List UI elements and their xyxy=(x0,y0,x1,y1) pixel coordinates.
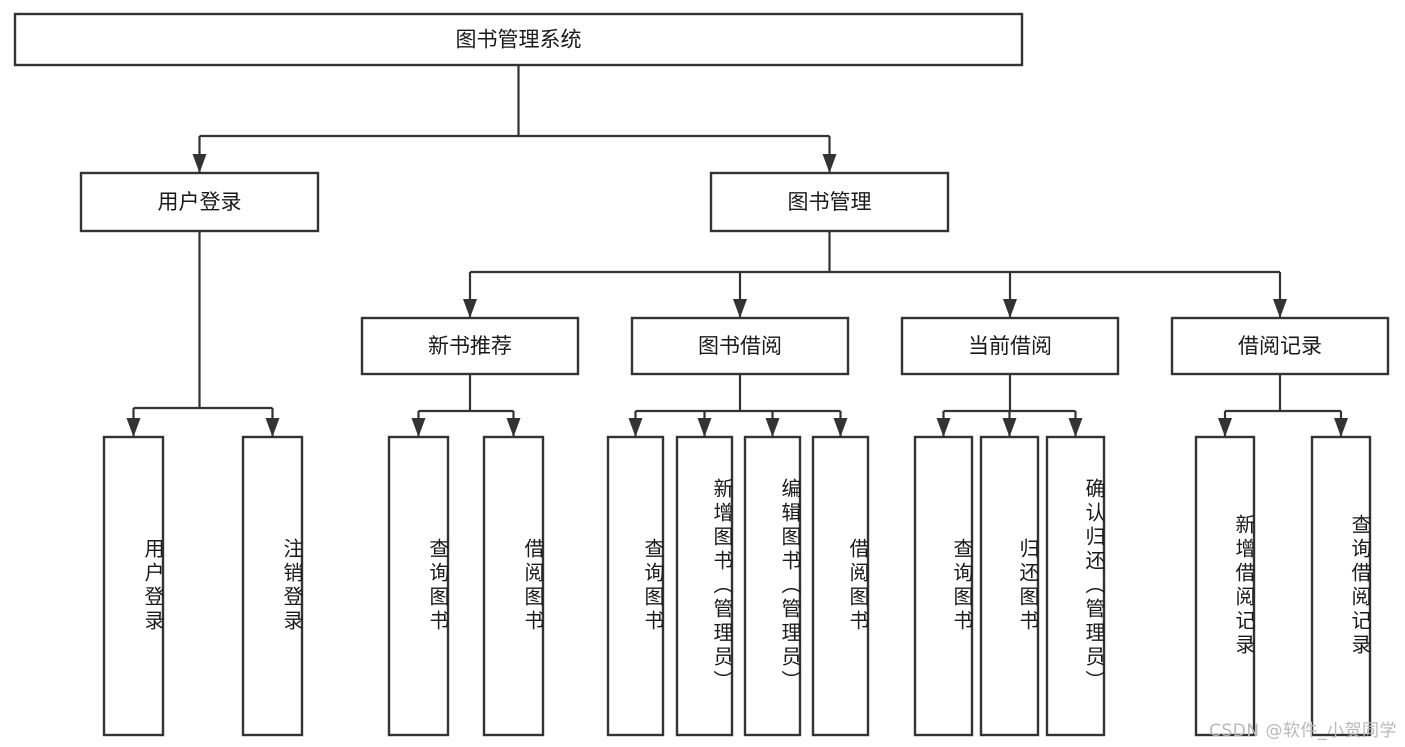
leaf-box-归还图书-9[interactable] xyxy=(979,435,1040,737)
arrowhead-新书推荐-to-leaf-2 xyxy=(411,418,426,437)
arrowhead-当前借阅-to-leaf-8 xyxy=(936,418,951,437)
arrowhead-图书借阅-to-leaf-6 xyxy=(765,418,780,437)
csdn-watermark: CSDN @软件_小贺同学 xyxy=(1209,721,1397,741)
arrowhead-mgmt-to-新书推荐 xyxy=(463,299,477,318)
leaf-box-查询借阅记录-12[interactable] xyxy=(1310,435,1372,737)
arrowhead-当前借阅-to-leaf-10 xyxy=(1068,418,1083,437)
arrowhead-图书借阅-to-leaf-7 xyxy=(833,418,848,437)
leaf-box-注销登录-1[interactable] xyxy=(241,435,304,737)
leaf-box-用户登录-0[interactable] xyxy=(102,435,165,737)
connectors-layer xyxy=(126,65,1348,437)
leaf-box-查询图书-8[interactable] xyxy=(913,435,974,737)
node-box-用户登录[interactable] xyxy=(79,171,320,233)
node-label-root: 图书管理系统 xyxy=(456,28,582,52)
node-label-新书推荐: 新书推荐 xyxy=(428,334,512,358)
node-label-图书管理: 图书管理 xyxy=(788,190,872,214)
arrowhead-mgmt-to-图书借阅 xyxy=(733,299,747,318)
arrowhead-当前借阅-to-leaf-9 xyxy=(1002,418,1017,437)
arrowhead-root-to-用户登录 xyxy=(192,154,207,173)
arrowhead-root-to-图书管理 xyxy=(822,154,837,173)
arrowhead-mgmt-to-借阅记录 xyxy=(1273,299,1287,318)
leaf-box-新增借阅记录-11[interactable] xyxy=(1194,435,1256,737)
node-box-当前借阅[interactable] xyxy=(900,316,1120,376)
arrowhead-用户登录-to-leaf-0 xyxy=(126,418,141,437)
arrowhead-借阅记录-to-leaf-11 xyxy=(1218,418,1232,437)
arrowhead-借阅记录-to-leaf-12 xyxy=(1334,418,1348,437)
leaf-box-编辑图书管理员-6[interactable] xyxy=(743,435,802,737)
node-box-图书借阅[interactable] xyxy=(630,316,850,376)
node-label-图书借阅: 图书借阅 xyxy=(698,334,782,358)
node-box-借阅记录[interactable] xyxy=(1170,316,1390,376)
boxes-layer xyxy=(13,12,1390,737)
arrowhead-图书借阅-to-leaf-5 xyxy=(697,418,712,437)
leaf-box-确认归还管理员-10[interactable] xyxy=(1045,435,1106,737)
leaf-box-借阅图书-7[interactable] xyxy=(811,435,870,737)
leaf-box-新增图书管理员-5[interactable] xyxy=(675,435,734,737)
node-box-新书推荐[interactable] xyxy=(360,316,580,376)
node-label-当前借阅: 当前借阅 xyxy=(968,334,1052,358)
node-label-借阅记录: 借阅记录 xyxy=(1238,334,1322,358)
arrowhead-图书借阅-to-leaf-4 xyxy=(628,418,643,437)
arrowhead-mgmt-to-当前借阅 xyxy=(1003,299,1017,318)
arrowhead-用户登录-to-leaf-1 xyxy=(265,418,280,437)
leaf-box-借阅图书-3[interactable] xyxy=(482,435,545,737)
leaf-box-查询图书-2[interactable] xyxy=(387,435,450,737)
arrowhead-新书推荐-to-leaf-3 xyxy=(506,418,521,437)
leaf-box-查询图书-4[interactable] xyxy=(606,435,665,737)
node-box-root[interactable] xyxy=(13,12,1024,67)
node-label-用户登录: 用户登录 xyxy=(158,190,242,214)
node-box-图书管理[interactable] xyxy=(709,171,950,233)
